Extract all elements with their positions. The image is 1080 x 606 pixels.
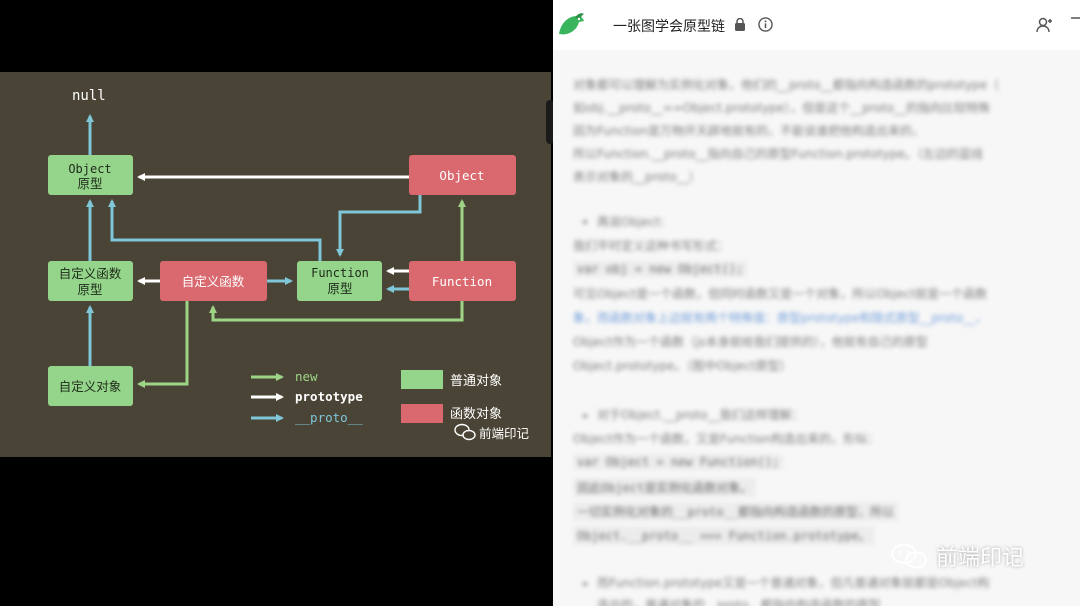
doc-line: 造出的，普通对象的__proto__都指向构造函数的原型 (597, 598, 881, 606)
more-icon[interactable] (1069, 16, 1080, 34)
arrow-function-new-custom-fn (209, 301, 464, 322)
function-prototype-box: Function 原型 (297, 261, 382, 301)
doc-line: 对象都可以理解为实例化对象，他们的__proto__都指向构造函数的protot… (573, 78, 1000, 92)
legend-proto-label: __proto__ (295, 410, 363, 425)
object-function-box: Object (409, 155, 516, 195)
prototype-chain-slide: null Object 原型 Object 自定义函数 原型 自定义函数 (0, 72, 551, 457)
custom-function-box: 自定义函数 (160, 261, 267, 301)
arrow-function-prototype-proto (108, 199, 322, 261)
doc-line: Object.prototype。（图中Object原型） (573, 359, 792, 373)
bird-logo-icon (559, 13, 584, 35)
legend-normal-label: 普通对象 (450, 374, 502, 389)
wechat-icon (454, 423, 476, 441)
doc-topbar: 一张图学会原型链 (553, 0, 1080, 50)
doc-watermark-text: 前端印记 (936, 546, 1025, 571)
svg-text:原型: 原型 (77, 176, 102, 191)
arrow-custom-fn-new-obj (137, 301, 189, 388)
svg-text:Object: Object (68, 162, 111, 176)
function-function-box: Function (409, 261, 516, 301)
doc-line: Object作为一个函数，又是Function构造出来的，形似： (573, 432, 880, 446)
legend-new-label: new (295, 369, 318, 384)
svg-text:Function: Function (311, 266, 369, 280)
user-plus-icon[interactable] (1035, 16, 1053, 34)
doc-watermark: 前端印记 (890, 540, 1024, 572)
doc-title: 一张图学会原型链 (613, 19, 725, 35)
doc-line: 如obj.__proto__==Object.prototype），但是这个__… (573, 101, 990, 115)
code-line: var obj = new Object(); (573, 261, 748, 277)
doc-content: 对象都可以理解为实例化对象，他们的__proto__都指向构造函数的protot… (553, 50, 1080, 606)
video-panel: null Object 原型 Object 自定义函数 原型 自定义函数 (0, 72, 554, 457)
code-line: 一切实例化对象的__proto__都指向构造函数的原型，所以 (573, 502, 899, 521)
legend-normal-swatch (401, 370, 443, 389)
custom-object-box: 自定义对象 (48, 366, 133, 406)
wechat-icon (891, 544, 927, 569)
legend-function-label: 函数对象 (450, 407, 502, 422)
doc-line: 我们平时定义这种书写形式： (573, 239, 730, 253)
legend (251, 373, 284, 422)
doc-link-line[interactable]: 象，而函数对象上边就有两个特殊值：原型prototype和隐式原型__proto… (573, 311, 988, 325)
custom-function-prototype-box: 自定义函数 原型 (48, 261, 133, 301)
lock-icon (735, 18, 745, 31)
svg-text:自定义对象: 自定义对象 (59, 379, 122, 394)
null-label: null (72, 88, 106, 104)
svg-text:原型: 原型 (327, 281, 352, 296)
bullet (583, 582, 587, 586)
info-icon[interactable] (758, 17, 773, 32)
doc-line: 而Function.prototype又是一个普通对象，但凡普通对象就都是Obj… (597, 576, 990, 590)
doc-line: 再说Object: (597, 215, 665, 229)
code-line: Object.__proto__ === Function.prototype。 (573, 526, 875, 545)
document-panel: 一张图学会原型链 对象都可以理解为实例化对象，他们的__proto__都指向构造… (553, 0, 1080, 606)
legend-function-swatch (401, 404, 443, 423)
doc-line: 对于Object.__proto__我们这样理解： (597, 408, 804, 422)
doc-line: Object作为一个函数（js本身就给我们提供的），他就有自己的原型 (573, 335, 928, 349)
svg-text:自定义函数: 自定义函数 (59, 266, 122, 281)
code-line: var Object = new Function(); (573, 454, 784, 470)
arrow-object-proto-to-function-prototype (336, 195, 422, 257)
bullet (583, 414, 587, 418)
doc-line: 表示对象的__proto__） (573, 170, 701, 184)
legend-prototype-label: prototype (295, 389, 363, 404)
doc-line: 因为Function是万物开天辟地就有的，不能说谁把他构造出来的， (573, 124, 925, 138)
scroll-handle[interactable] (546, 100, 554, 144)
svg-text:自定义函数: 自定义函数 (182, 274, 245, 289)
svg-text:原型: 原型 (77, 282, 102, 297)
doc-line: 所以Function.__proto__指向自己的原型Function.prot… (573, 147, 983, 161)
prototype-chain-diagram: null Object 原型 Object 自定义函数 原型 自定义函数 (48, 88, 530, 441)
code-line: 因此Object是实例化函数对象。 (573, 478, 757, 497)
slide-watermark: 前端印记 (479, 426, 530, 441)
doc-line: 可见Object是一个函数，但同时函数又是一个对象，所以Object就是一个函数 (573, 287, 988, 301)
svg-text:Function: Function (432, 274, 492, 289)
svg-text:Object: Object (439, 168, 484, 183)
bullet (583, 220, 587, 224)
object-prototype-box: Object 原型 (48, 155, 133, 195)
